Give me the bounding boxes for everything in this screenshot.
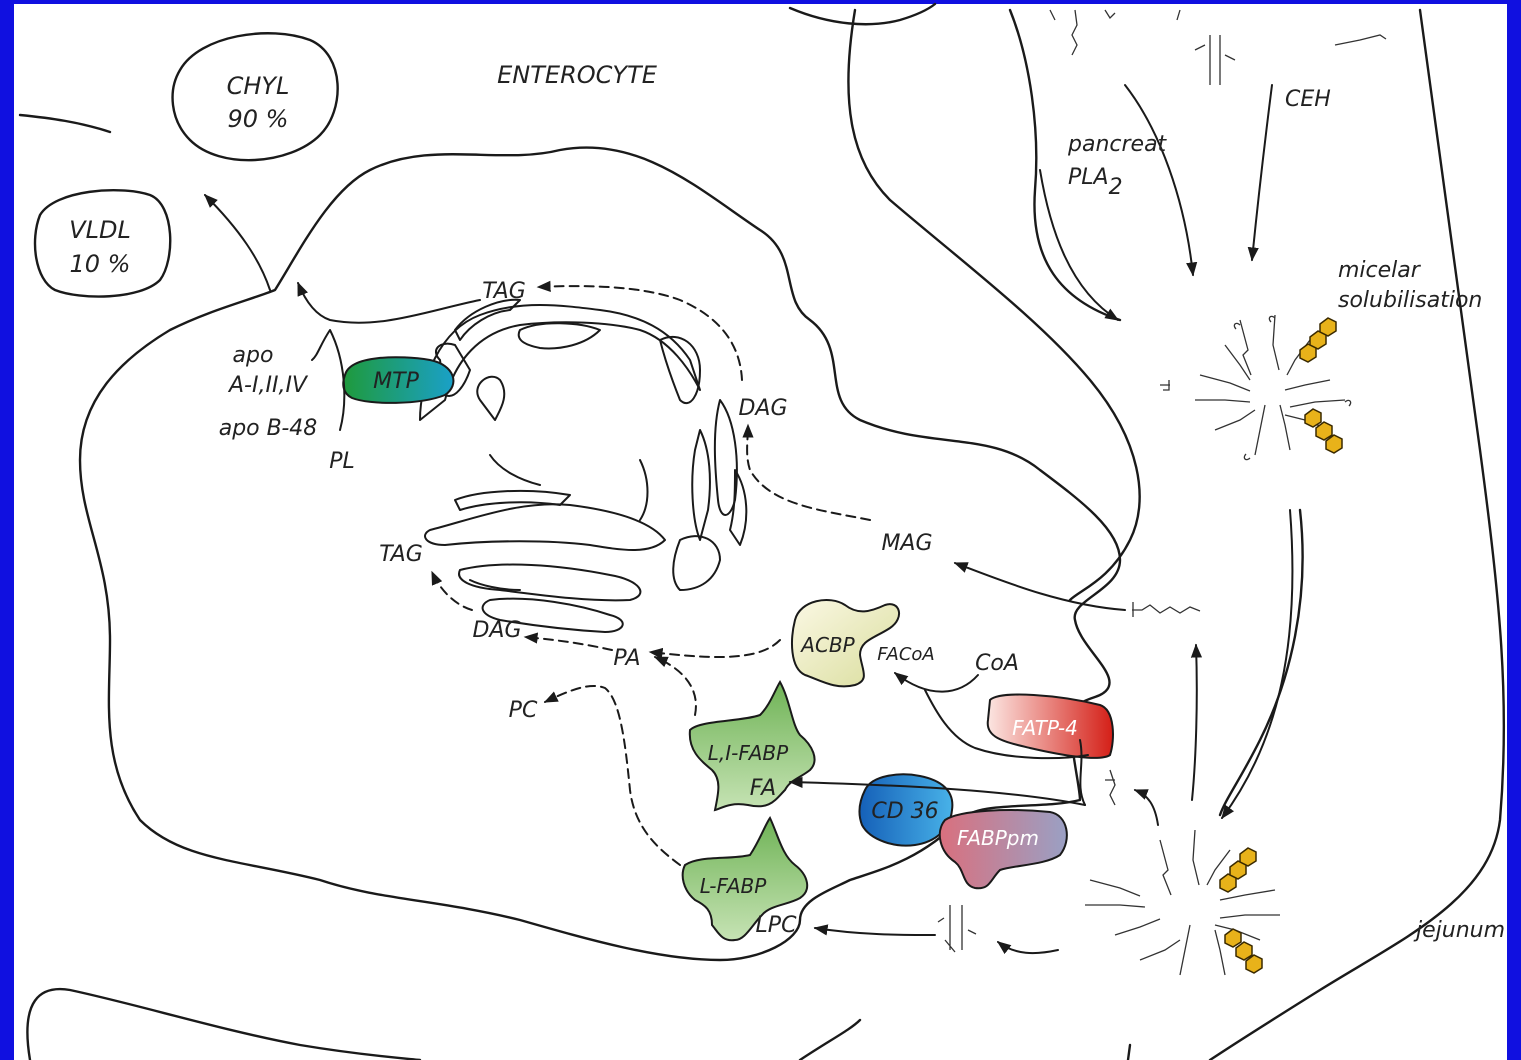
arrow-ceh — [1252, 85, 1272, 260]
cholesterol-molecules[interactable] — [1220, 318, 1342, 973]
dash-fabp-to-pa — [655, 657, 696, 715]
arrow-pla2 — [1125, 85, 1193, 275]
pc-label: PC — [509, 698, 538, 723]
enterocyte-label: ENTEROCYTE — [497, 61, 658, 89]
bottom-cell-edge-2 — [800, 1020, 860, 1060]
mtp-label: MTP — [373, 369, 419, 394]
outer-boundary-right — [848, 10, 1139, 600]
dash-lfabp-to-pc — [545, 686, 680, 865]
dash-facoa-to-pa — [650, 640, 780, 657]
pla-label: PLA2 — [1068, 165, 1123, 200]
mtp-protein[interactable]: MTP — [343, 357, 453, 403]
bottom-tick — [1128, 1045, 1130, 1060]
ceh-label: CEH — [1285, 87, 1331, 112]
villus-right-edge — [1210, 10, 1504, 1060]
pa-label: PA — [613, 646, 640, 671]
arrow-micelle-down — [1222, 510, 1292, 818]
apo-a-label: A-I,II,IV — [227, 373, 309, 398]
left-cell-edge — [20, 115, 110, 132]
apo-pl-curve — [312, 330, 344, 430]
li-fabp-label: L,I-FABP — [708, 741, 789, 765]
coa-label: CoA — [975, 651, 1019, 676]
l-fabp-label: L-FABP — [700, 874, 768, 898]
mag-label: MAG — [881, 531, 932, 556]
chyl-name: CHYL — [227, 72, 290, 100]
vldl-percent: 10 % — [70, 250, 131, 278]
arrow-tag-to-exit — [298, 283, 480, 323]
arrow-to-micelle — [1040, 170, 1118, 320]
pla-subscript: 2 — [1109, 175, 1123, 200]
lpc-label: LPC — [756, 913, 798, 938]
fatp4-protein[interactable]: FATP-4 — [988, 695, 1113, 758]
dash-dag-to-tag — [538, 286, 742, 380]
pl-label: PL — [329, 449, 355, 474]
vldl-name: VLDL — [69, 216, 131, 244]
fa-label: FA — [750, 776, 776, 801]
arrow-up-to-fa — [1192, 645, 1197, 800]
apo-b48-label: apo B-48 — [219, 416, 318, 441]
cd36-label: CD 36 — [871, 799, 938, 824]
arrow-to-fa-mol — [1135, 790, 1158, 825]
tag-top-label: TAG — [482, 279, 526, 304]
arrow-to-chyl — [205, 195, 270, 290]
acbp-label: ACBP — [799, 633, 855, 657]
arrow-to-mag — [955, 563, 1125, 610]
arrow-to-lpc-mol — [998, 942, 1058, 953]
dag-left-label: DAG — [472, 618, 521, 643]
fatp4-label: FATP-4 — [1012, 716, 1078, 740]
outer-cell-top — [790, 4, 935, 24]
jejunum-label: jejunum — [1413, 918, 1505, 943]
fabppm-protein[interactable]: FABPpm — [940, 810, 1067, 888]
text-labels: ENTEROCYTE CHYL 90 % VLDL 10 % apo A-I,I… — [69, 61, 1505, 943]
er-golgi-stack — [420, 300, 746, 632]
bottom-cell-edge — [27, 989, 420, 1060]
dash-mag-to-dag — [747, 425, 870, 520]
lower-villus-curve — [1220, 510, 1303, 815]
micelar-label: micelar — [1338, 258, 1422, 283]
fabppm-label: FABPpm — [957, 826, 1039, 850]
pancreat-label: pancreat — [1067, 132, 1168, 157]
arrow-to-lpc — [815, 928, 935, 935]
tag-left-label: TAG — [379, 542, 423, 567]
facoa-label: FACoA — [877, 644, 935, 665]
apo-label: apo — [233, 343, 274, 368]
pla-text: PLA — [1068, 165, 1109, 190]
dash-pa-to-dag — [525, 637, 612, 650]
solubilisation-label: solubilisation — [1338, 288, 1482, 313]
solid-arrows — [205, 85, 1292, 953]
chyl-percent: 90 % — [228, 105, 289, 133]
dashed-arrows — [432, 286, 870, 865]
dash-dag-to-tag-left — [432, 572, 472, 610]
arrow-coa-to-facoa — [895, 673, 978, 692]
dag-right-label: DAG — [738, 396, 787, 421]
